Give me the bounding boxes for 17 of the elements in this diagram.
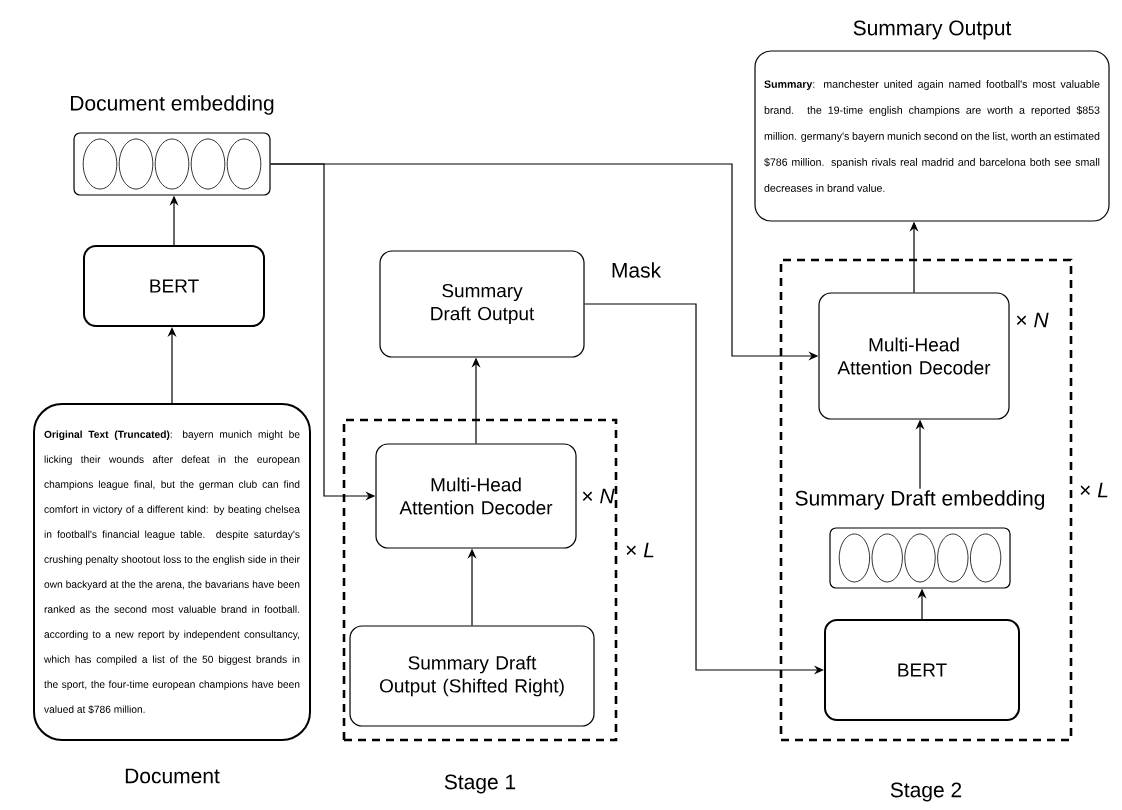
- edge-label: Mask: [608, 260, 664, 280]
- stage-label: Stage 2: [890, 782, 962, 802]
- process-box: Summary Draft Output: [379, 250, 585, 358]
- repeat-label: × L: [1080, 482, 1108, 498]
- heading: Summary Output: [853, 20, 1012, 40]
- repeat-label: × N: [582, 488, 615, 504]
- process-box: Summary Draft Output (Shifted Right): [349, 625, 595, 727]
- process-box: Multi-Head Attention Decoder: [818, 292, 1010, 420]
- repeat-label: × N: [1016, 312, 1049, 328]
- process-box: BERT: [824, 619, 1020, 721]
- heading: Document embedding: [68, 94, 276, 116]
- heading: Summary Draft embedding: [793, 489, 1047, 511]
- stage-label: Stage 1: [444, 774, 516, 794]
- process-box: Multi-Head Attention Decoder: [375, 443, 577, 549]
- repeat-label: × L: [626, 542, 654, 558]
- stage-label: Document: [125, 768, 220, 784]
- process-box: BERT: [83, 245, 265, 327]
